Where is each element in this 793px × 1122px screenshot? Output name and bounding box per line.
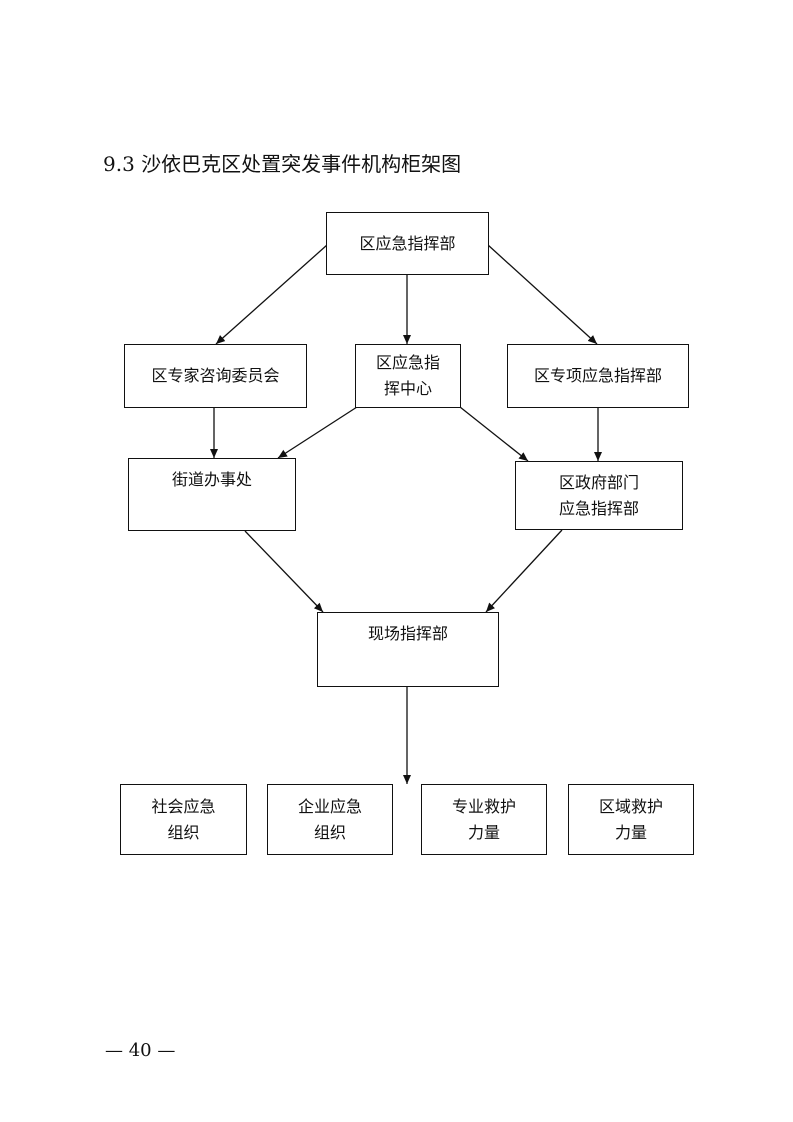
node-label: 区专项应急指挥部 — [533, 366, 662, 385]
node-special-emergency-hq: 区专项应急指挥部 — [507, 344, 689, 408]
node-label-line-1: 区政府部门 — [558, 472, 639, 492]
edge-center-dept — [459, 406, 529, 462]
node-label-line-2: 应急指挥部 — [558, 498, 639, 518]
node-label: 区专家咨询委员会 — [151, 366, 280, 385]
node-regional-rescue: 区域救护 力量 — [568, 784, 694, 855]
node-label-line-2: 挥中心 — [383, 379, 432, 398]
page-title: 9.3 沙依巴克区处置突发事件机构柜架图 — [103, 152, 462, 176]
node-label-line-1: 专业救护 — [451, 796, 516, 816]
node-label: 现场指挥部 — [367, 624, 448, 643]
node-emergency-command-center: 区应急指 挥中心 — [355, 344, 461, 408]
edge-hq-expert — [215, 244, 328, 345]
node-site-command: 现场指挥部 — [317, 612, 499, 687]
node-enterprise-emergency-org: 企业应急 组织 — [267, 784, 393, 855]
node-label: 街道办事处 — [171, 470, 252, 489]
node-label-line-1: 区域救护 — [598, 796, 663, 816]
page-number: — 40 — — [105, 1040, 176, 1061]
edge-street-site — [244, 530, 324, 613]
node-government-department-hq: 区政府部门 应急指挥部 — [515, 461, 683, 530]
node-label-line-2: 组织 — [313, 822, 346, 842]
node-label-line-1: 企业应急 — [297, 796, 362, 816]
edge-dept-site — [485, 529, 563, 613]
edge-center-street — [277, 406, 358, 459]
node-street-office: 街道办事处 — [128, 458, 296, 531]
node-label-line-2: 力量 — [467, 822, 500, 842]
node-label-line-1: 社会应急 — [151, 796, 216, 816]
node-label-line-2: 组织 — [167, 822, 200, 842]
node-social-emergency-org: 社会应急 组织 — [120, 784, 247, 855]
node-expert-committee: 区专家咨询委员会 — [124, 344, 307, 408]
edge-hq-special — [487, 244, 598, 345]
node-label-line-1: 区应急指 — [375, 353, 440, 372]
node-professional-rescue: 专业救护 力量 — [421, 784, 547, 855]
node-label-line-2: 力量 — [614, 822, 647, 842]
node-district-emergency-hq: 区应急指挥部 — [326, 212, 489, 275]
node-label: 区应急指挥部 — [359, 233, 456, 253]
